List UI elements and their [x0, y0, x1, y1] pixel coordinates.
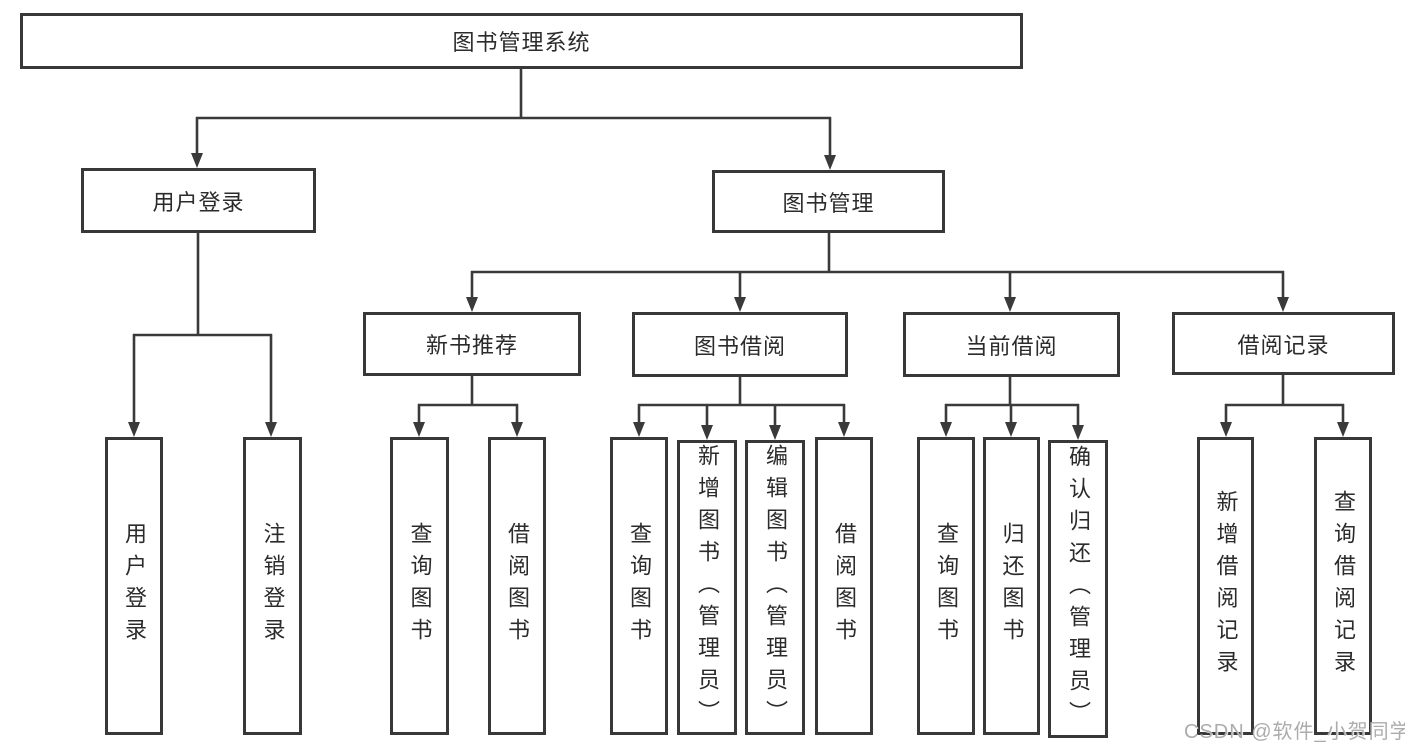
leaf-edit-book-admin-label: 编辑图书（管理员）: [763, 443, 788, 732]
leaf-return-book-label: 归还图书: [999, 522, 1025, 650]
leaf-add-book-admin: 新增图书（管理员）: [677, 440, 737, 735]
node-book-management: 图书管理: [712, 170, 945, 233]
node-new-book-recommend-label: 新书推荐: [425, 333, 518, 358]
node-root-label: 图书管理系统: [452, 30, 591, 55]
node-book-management-label: 图书管理: [782, 190, 875, 216]
leaf-logout-label: 注销登录: [260, 522, 286, 650]
leaf-query-borrow-record-label: 查询借阅记录: [1331, 490, 1356, 682]
leaf-confirm-return-admin: 确认归还（管理员）: [1048, 440, 1108, 738]
leaf-logout: 注销登录: [243, 437, 302, 735]
leaf-borrow-book-recommend-label: 借阅图书: [505, 522, 530, 650]
leaf-query-book-recommend: 查询图书: [390, 437, 449, 735]
leaf-query-book-recommend-label: 查询图书: [407, 522, 433, 650]
node-user-login-branch: 用户登录: [81, 168, 316, 233]
leaf-query-book-current: 查询图书: [917, 437, 975, 735]
leaf-return-book: 归还图书: [983, 437, 1040, 735]
leaf-edit-book-admin: 编辑图书（管理员）: [745, 440, 805, 735]
leaf-query-book-borrowing: 查询图书: [610, 437, 668, 735]
leaf-query-borrow-record: 查询借阅记录: [1314, 437, 1372, 735]
node-current-borrowing-label: 当前借阅: [965, 333, 1058, 359]
leaf-borrow-book-recommend: 借阅图书: [488, 437, 546, 735]
leaf-user-login: 用户登录: [105, 437, 163, 735]
node-current-borrowing: 当前借阅: [903, 312, 1120, 377]
leaf-user-login-label: 用户登录: [122, 522, 147, 650]
leaf-borrow-book-borrowing: 借阅图书: [815, 437, 873, 735]
leaf-add-book-admin-label: 新增图书（管理员）: [695, 443, 720, 732]
leaf-confirm-return-admin-label: 确认归还（管理员）: [1066, 445, 1091, 733]
leaf-query-book-borrowing-label: 查询图书: [627, 522, 652, 650]
node-book-borrowing-label: 图书借阅: [693, 333, 786, 359]
node-new-book-recommend: 新书推荐: [363, 312, 581, 376]
leaf-borrow-book-borrowing-label: 借阅图书: [832, 522, 857, 650]
leaf-query-book-current-label: 查询图书: [934, 522, 959, 650]
leaf-add-borrow-record: 新增借阅记录: [1197, 437, 1254, 735]
csdn-watermark: CSDN @软件_小贺同学: [1184, 721, 1405, 743]
node-borrowing-records-label: 借阅记录: [1237, 332, 1330, 358]
leaf-add-borrow-record-label: 新增借阅记录: [1213, 490, 1239, 682]
node-borrowing-records: 借阅记录: [1172, 312, 1395, 375]
node-user-login-branch-label: 用户登录: [152, 189, 245, 215]
node-book-borrowing: 图书借阅: [632, 312, 848, 377]
node-root: 图书管理系统: [20, 13, 1023, 69]
